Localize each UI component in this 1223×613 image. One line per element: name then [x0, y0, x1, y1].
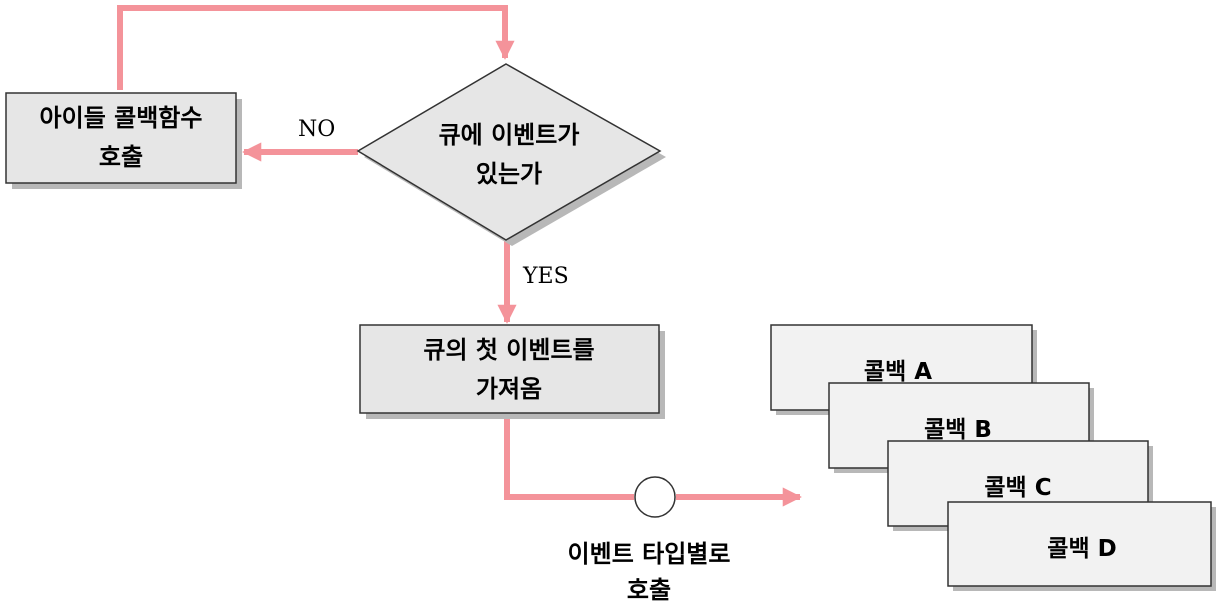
- dispatch-label-line1: 이벤트 타입별로: [568, 540, 731, 568]
- idle-callback-label-line1: 아이들 콜백함수: [40, 104, 203, 132]
- callback-d: 콜백 D: [947, 501, 1216, 591]
- callback-b-label: 콜백 B: [924, 417, 992, 443]
- dispatch-label-line2: 호출: [627, 576, 671, 604]
- yes-label: YES: [522, 264, 569, 289]
- fetch-event-node: 큐의 첫 이벤트를 가져옴: [359, 324, 665, 419]
- callback-stack: 콜백 A 콜백 B 콜백 C 콜백 D: [770, 324, 1216, 591]
- dispatch-line: [504, 418, 634, 500]
- connectors: [117, 5, 802, 507]
- callback-d-label: 콜백 D: [1047, 536, 1116, 562]
- queue-check-label-line1: 큐에 이벤트가: [439, 121, 580, 149]
- fetch-event-label-line1: 큐의 첫 이벤트를: [423, 336, 594, 364]
- queue-check-decision: 큐에 이벤트가 있는가: [356, 63, 666, 246]
- queue-check-label-line2: 있는가: [476, 160, 542, 188]
- no-label: NO: [298, 117, 335, 142]
- callback-c-label: 콜백 C: [984, 475, 1051, 501]
- dispatch-junction: [634, 476, 676, 518]
- loop-back-arrow: [117, 5, 515, 90]
- fetch-event-label-line2: 가져옴: [476, 375, 542, 403]
- idle-callback-label-line2: 호출: [99, 143, 143, 171]
- callback-a-label: 콜백 A: [864, 359, 932, 385]
- idle-callback-node: 아이들 콜백함수 호출: [5, 92, 242, 189]
